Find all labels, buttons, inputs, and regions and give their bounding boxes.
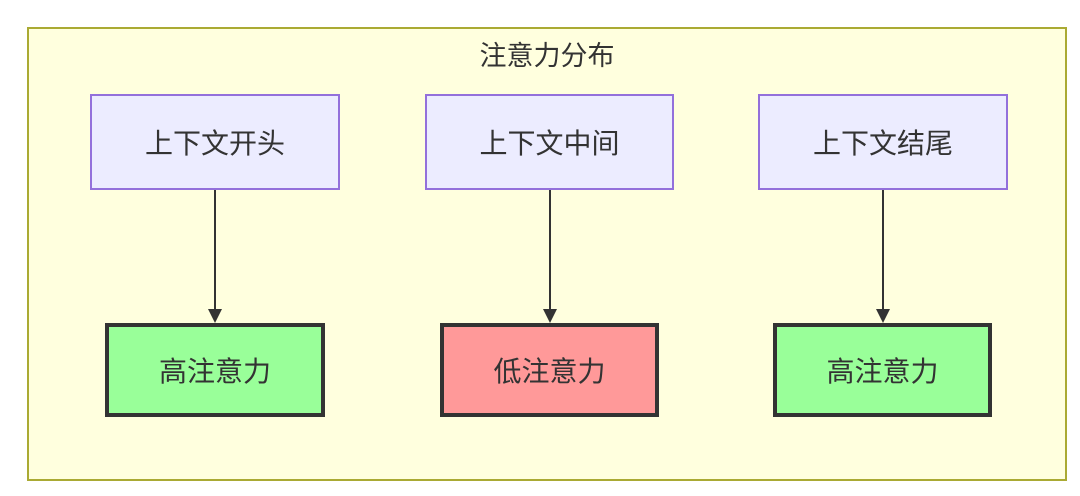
edge-end-to-high — [882, 190, 884, 311]
arrowhead-icon — [543, 309, 557, 323]
edge-middle-to-low — [549, 190, 551, 311]
node-context-beginning: 上下文开头 — [90, 94, 340, 190]
edge-beginning-to-high — [214, 190, 216, 311]
node-context-middle: 上下文中间 — [425, 94, 674, 190]
arrowhead-icon — [876, 309, 890, 323]
node-low-attention: 低注意力 — [440, 323, 659, 417]
node-context-end: 上下文结尾 — [758, 94, 1008, 190]
attention-distribution-subgraph: 注意力分布 上下文开头 上下文中间 上下文结尾 高注意力 低注意力 高注意力 — [27, 27, 1067, 481]
node-high-attention-right: 高注意力 — [773, 323, 992, 417]
node-high-attention-left: 高注意力 — [105, 323, 325, 417]
diagram-title: 注意力分布 — [479, 41, 615, 71]
arrowhead-icon — [208, 309, 222, 323]
